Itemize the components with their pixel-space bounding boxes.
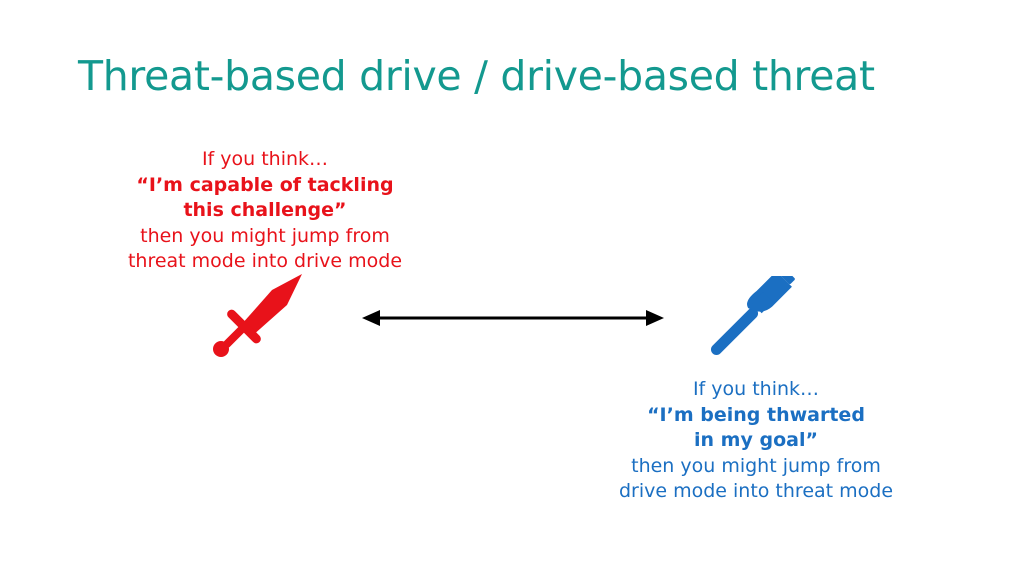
threat-to-drive-caption: If you think… “I’m capable of tackling t… bbox=[115, 147, 415, 275]
caption-outcome-line-1: then you might jump from bbox=[140, 224, 390, 247]
double-headed-arrow bbox=[362, 310, 664, 326]
hammer-icon bbox=[710, 276, 795, 356]
caption-intro: If you think… bbox=[692, 378, 820, 400]
sword-icon bbox=[213, 274, 302, 357]
caption-quote-line-1: “I’m capable of tackling bbox=[136, 173, 394, 196]
caption-intro: If you think… bbox=[201, 148, 329, 170]
caption-quote-line-2: in my goal” bbox=[694, 429, 818, 451]
drive-to-threat-caption: If you think… “I’m being thwarted in my … bbox=[606, 377, 906, 505]
caption-quote-line-2: this challenge” bbox=[183, 199, 347, 221]
caption-outcome-line-2: threat mode into drive mode bbox=[127, 250, 403, 272]
caption-quote-line-1: “I’m being thwarted bbox=[647, 403, 865, 426]
slide-title: Threat-based drive / drive-based threat bbox=[78, 52, 875, 100]
caption-outcome-line-2: drive mode into threat mode bbox=[618, 480, 894, 502]
caption-outcome-line-1: then you might jump from bbox=[631, 454, 881, 477]
